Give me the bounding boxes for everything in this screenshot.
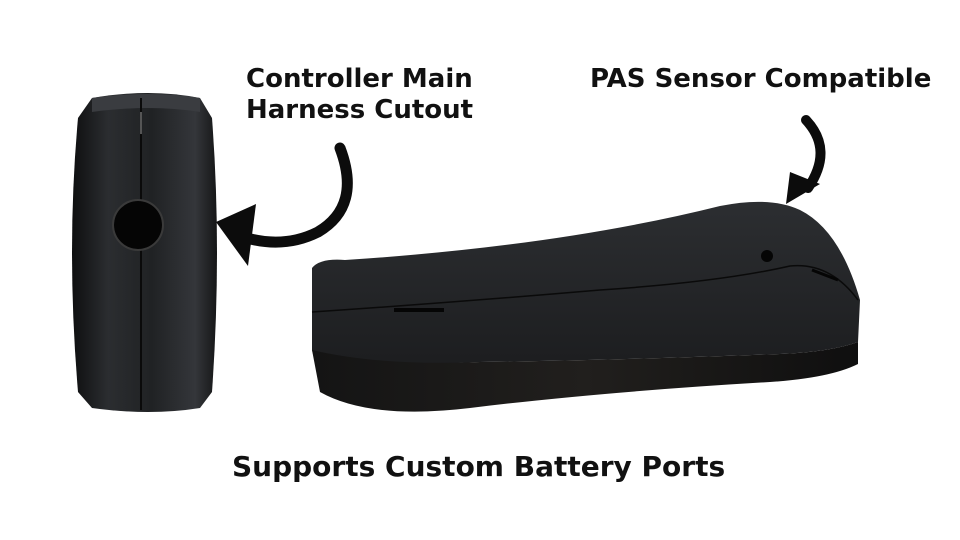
harness-arrow: [216, 142, 353, 266]
harness-cutout-label-line-1: Controller Main: [246, 64, 473, 94]
controller-housing-side-view: [72, 93, 217, 412]
controller-shell-curved: [311, 201, 860, 412]
harness-cutout-label: Controller Main Harness Cutout: [246, 64, 473, 125]
battery-ports-label: Supports Custom Battery Ports: [232, 450, 726, 483]
harness-cutout-label-line-2: Harness Cutout: [246, 94, 474, 125]
pas-sensor-label: PAS Sensor Compatible: [590, 64, 932, 94]
pas-arrow: [786, 115, 826, 204]
pas-sensor-hole: [761, 250, 773, 262]
harness-cutout-hole: [114, 201, 162, 249]
battery-port-slot: [394, 308, 444, 312]
